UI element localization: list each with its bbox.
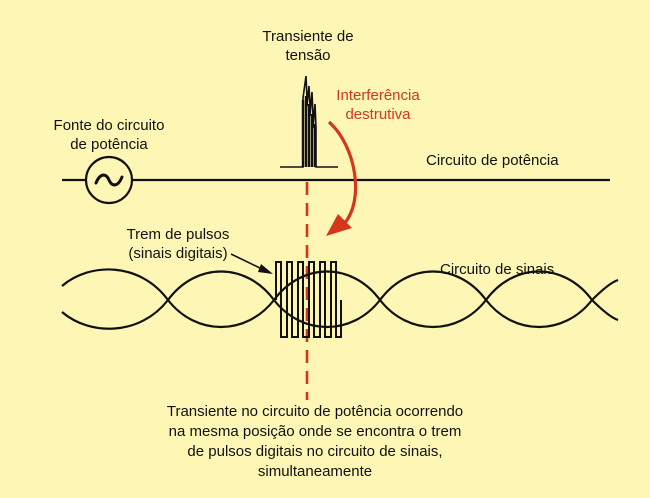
interference-arrow-icon — [326, 120, 358, 236]
destructive-interference-label: Interferência destrutiva — [336, 87, 420, 123]
voltage-transient-spike — [280, 75, 338, 168]
digital-pulse-train — [275, 261, 342, 338]
ac-source-icon — [84, 155, 134, 205]
voltage-transient-label: Transiente de tensão — [262, 28, 354, 64]
pulse-train-label: Trem de pulsos (sinais digitais) — [126, 226, 230, 262]
power-circuit-label: Circuito de potência — [426, 152, 559, 169]
pulse-train-pointer-icon — [230, 253, 273, 274]
signal-circuit-label: Circuito de sinais — [440, 261, 555, 278]
signal-circuit-twisted-pair — [61, 268, 619, 330]
caption: Transiente no circuito de potência ocorr… — [166, 403, 464, 480]
power-source-label: Fonte do circuito de potência — [53, 117, 165, 153]
